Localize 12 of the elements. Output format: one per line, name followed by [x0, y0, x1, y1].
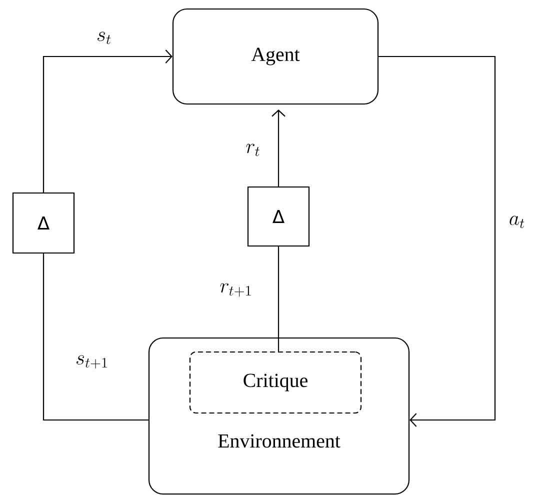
edge-label: $s_{t+1}$ [76, 355, 107, 369]
dashed-box: Critique [189, 351, 362, 414]
delta-box: Δ [247, 186, 310, 247]
edge-label: $r_{t+1}$ [220, 283, 251, 297]
edge-label: $a_t$ [510, 216, 524, 228]
edge-label: $s_t$ [98, 32, 111, 44]
edge-label: $r_t$ [246, 144, 260, 156]
arrow [42, 50, 172, 192]
arrow [378, 56, 496, 427]
delta-box: Δ [12, 192, 75, 254]
arrow [272, 110, 286, 186]
rounded-box: Agent [172, 8, 379, 105]
